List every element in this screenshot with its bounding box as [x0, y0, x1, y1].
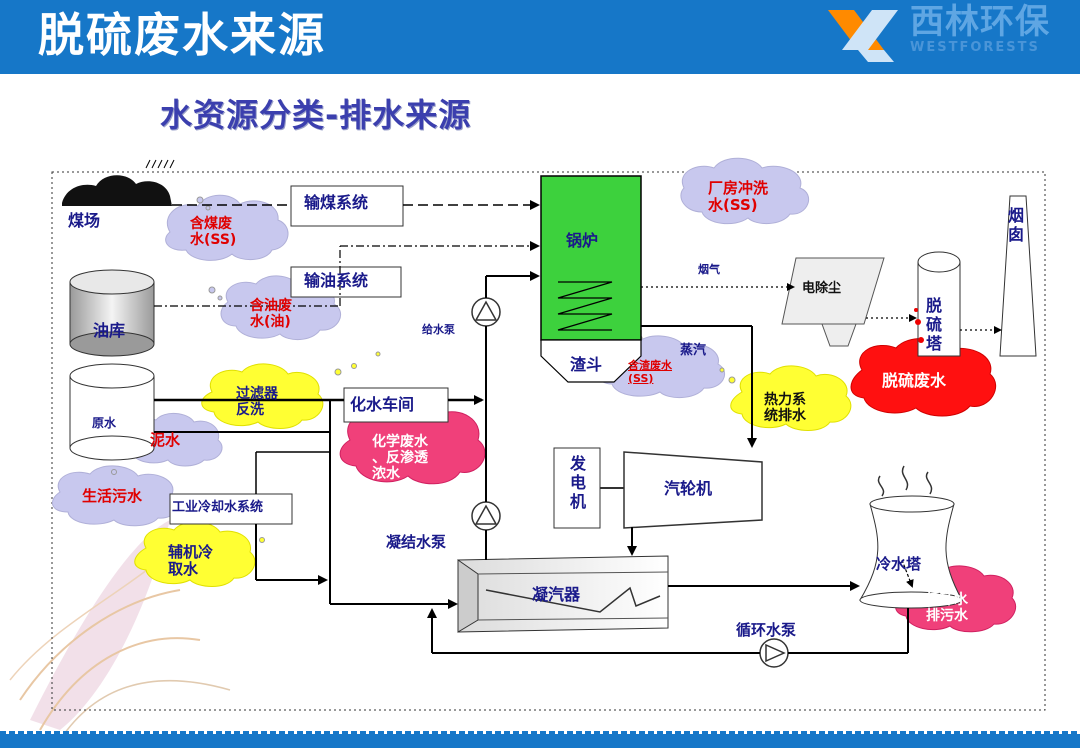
coal-yard-label: 煤场: [68, 211, 101, 230]
boiler-label: 锅炉: [566, 231, 599, 250]
esp-label: 电除尘: [802, 281, 842, 296]
slag-wastewater-label: 含渣废水(SS): [628, 359, 672, 385]
page-title: 脱硫废水来源: [38, 8, 326, 62]
water-treatment-label: 化水车间: [350, 395, 415, 414]
turbine-body: [623, 451, 763, 529]
condensate-pump-label: 凝结水泵: [386, 533, 447, 551]
industrial-cooling-box: [169, 493, 293, 525]
logo-mark-icon: [828, 10, 898, 62]
desulfurization-wastewater-label: 脱硫废水: [882, 371, 947, 390]
slag-hopper-body: [540, 339, 642, 383]
industrial-cooling-label: 工业冷却水系统: [172, 500, 264, 515]
steam-label: 蒸汽: [680, 343, 707, 358]
footer-bar: [0, 734, 1080, 748]
generator-label: 发电机: [570, 454, 587, 512]
oil-depot-label: 油库: [93, 321, 126, 340]
boiler-body: [540, 175, 642, 341]
chimney-label: 烟囱: [1008, 206, 1025, 245]
slag-hopper-label: 渣斗: [570, 355, 603, 374]
circulating-pump-label: 循环水泵: [736, 621, 797, 639]
flue-gas-label: 烟气: [698, 263, 720, 276]
coal-wastewater-label: 含煤废水(SS): [190, 216, 237, 249]
cloud-thermal-drain: [730, 365, 852, 431]
diagram-title: 水资源分类-排水来源: [160, 96, 472, 134]
condenser-label: 凝汽器: [532, 585, 581, 604]
feed-pump-label: 给水泵: [422, 323, 455, 336]
coal-system-box: [290, 185, 404, 227]
cloud-plant-flushing: [680, 157, 810, 225]
raw-water-label: 原水: [92, 416, 117, 430]
esp-body: [781, 257, 885, 325]
turbine-label: 汽轮机: [664, 479, 713, 498]
filter-backwash-label: 过滤器反洗: [236, 386, 278, 419]
oil-system-label: 输油系统: [304, 271, 369, 290]
cooling-tower-label: 冷水塔: [876, 555, 922, 573]
coal-pile-icon: [62, 175, 172, 206]
sludge-water-label: 泥水: [150, 431, 181, 449]
decorative-petal: [9, 520, 231, 741]
cloud-filter-backwash: [201, 363, 324, 429]
diagram-frame: [51, 171, 1046, 711]
cloud-desulfurization-wastewater: [850, 337, 996, 417]
water-treatment-box: [343, 387, 449, 423]
aux-cooling-label: 辅机冷取水: [168, 543, 214, 579]
chimney-body: [999, 195, 1037, 357]
oily-wastewater-label: 含油废水(油): [250, 298, 292, 331]
cloud-aux-cooling: [134, 521, 256, 587]
oil-system-box: [290, 266, 402, 298]
chemical-wastewater-label: 化学废水、反渗透浓水: [372, 434, 428, 483]
desulfurization-tower-label: 脱硫塔: [926, 296, 943, 354]
steam-wisps-icon: [877, 465, 933, 497]
header-bar: 脱硫废水来源 西林环保 WESTFORESTS: [0, 0, 1080, 74]
plant-flushing-label: 厂房冲洗水(SS): [708, 179, 769, 215]
logo-name: 西林环保: [910, 2, 1050, 42]
circulating-blowdown-label: 循环水排污水: [926, 592, 968, 625]
coal-system-label: 输煤系统: [304, 193, 369, 212]
domestic-sewage-label: 生活污水: [82, 487, 143, 505]
logo-subtitle: WESTFORESTS: [910, 40, 1040, 55]
footer-stripe: [0, 731, 1080, 734]
thermal-drain-label: 热力系统排水: [764, 392, 806, 425]
